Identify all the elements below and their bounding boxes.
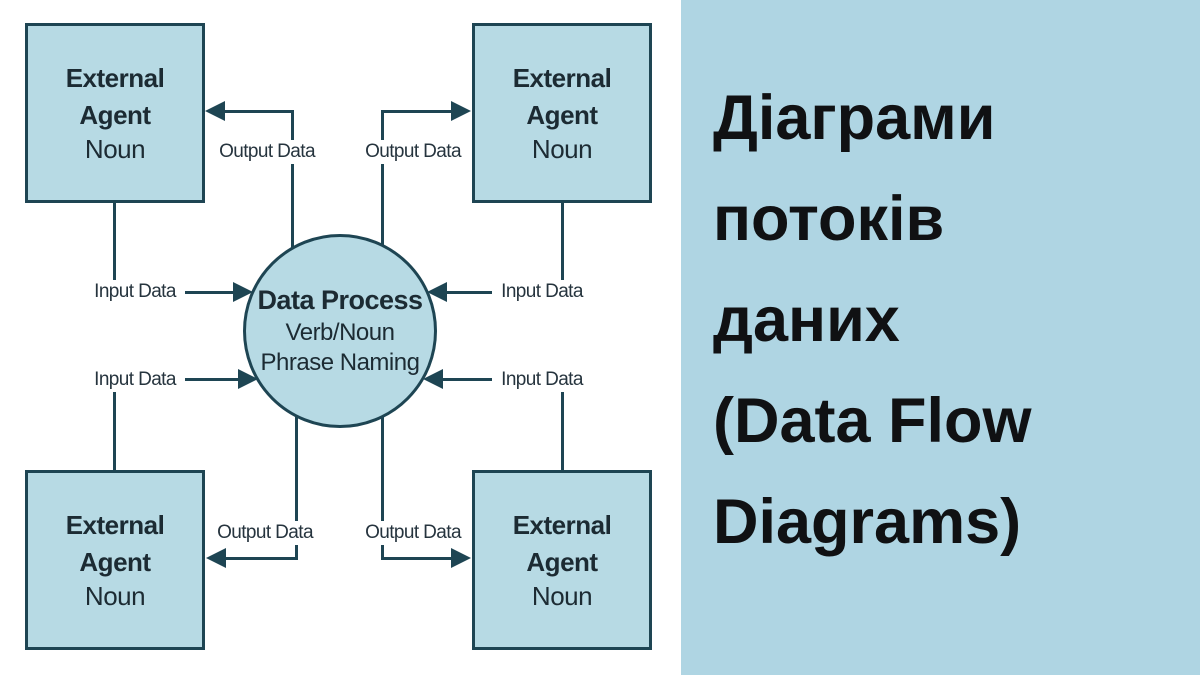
slide-title-line-5: Diagrams) (713, 487, 1022, 557)
process-subtitle-1: Verb/Noun (285, 318, 395, 346)
external-agent-title: External Agent (65, 510, 165, 577)
flow-line-horizontal-top-right (381, 110, 453, 113)
flow-line-horizontal-bottom-left (224, 557, 298, 560)
flow-line-horizontal-top-left (224, 110, 294, 113)
flow-line-horizontal-right-1 (444, 291, 505, 294)
external-agent-title: External Agent (512, 63, 612, 130)
flow-label-input-right-2: Input Data (492, 368, 592, 392)
arrowhead-icon-top-left (205, 101, 225, 121)
external-agent-title: External Agent (65, 63, 165, 130)
external-agent-box-top-right: External Agent Noun (472, 23, 652, 203)
flow-line-horizontal-bottom-right (381, 557, 453, 560)
slide-title-line-1: Діаграми (713, 83, 996, 153)
external-agent-subtitle: Noun (84, 581, 146, 612)
external-agent-box-bottom-left: External Agent Noun (25, 470, 205, 650)
flow-line-horizontal-right-2 (440, 378, 505, 381)
slide-title-line-3: даних (713, 285, 900, 355)
flow-label-input-right-1: Input Data (492, 280, 592, 304)
external-agent-subtitle: Noun (84, 134, 146, 165)
data-process-circle: Data Process Verb/Noun Phrase Naming (243, 234, 437, 428)
flow-line-horizontal-left-2 (170, 378, 241, 381)
flow-line-vertical-right-1 (561, 202, 564, 293)
flow-line-vertical-right-2 (561, 379, 564, 470)
title-panel: Діаграми потоків даних (Data Flow Diagra… (681, 0, 1200, 675)
flow-line-vertical-top-right (381, 110, 384, 248)
external-agent-box-bottom-right: External Agent Noun (472, 470, 652, 650)
flow-label-output-top-left: Output Data (217, 140, 317, 164)
external-agent-subtitle: Noun (531, 581, 593, 612)
slide-title-line-2: потоків (713, 184, 945, 254)
flow-line-vertical-top-left (291, 110, 294, 250)
arrowhead-icon-input-right-1 (427, 282, 447, 302)
flow-label-output-bottom-left: Output Data (215, 521, 315, 545)
external-agent-title: External Agent (512, 510, 612, 577)
external-agent-subtitle: Noun (531, 134, 593, 165)
arrowhead-icon-input-left-1 (233, 282, 253, 302)
flow-line-vertical-bottom-right (381, 412, 384, 560)
flow-line-vertical-left-1 (113, 203, 116, 293)
flow-label-output-bottom-right: Output Data (363, 521, 463, 545)
external-agent-box-top-left: External Agent Noun (25, 23, 205, 203)
flow-label-input-left-2: Input Data (85, 368, 185, 392)
arrowhead-icon-input-left-2 (238, 369, 258, 389)
flow-line-vertical-left-2 (113, 379, 116, 470)
flow-label-input-left-1: Input Data (85, 280, 185, 304)
process-title: Data Process (257, 285, 423, 316)
flow-line-horizontal-left-1 (170, 291, 236, 294)
arrowhead-icon-input-right-2 (423, 369, 443, 389)
slide-title: Діаграми потоків даних (Data Flow Diagra… (713, 68, 1032, 573)
flow-label-output-top-right: Output Data (363, 140, 463, 164)
flow-line-vertical-bottom-left (295, 412, 298, 560)
arrowhead-icon-bottom-left (206, 548, 226, 568)
process-subtitle-2: Phrase Naming (260, 348, 420, 376)
arrowhead-icon-bottom-right (451, 548, 471, 568)
dfd-diagram: External Agent Noun External Agent Noun … (25, 23, 652, 650)
slide-title-line-4: (Data Flow (713, 386, 1032, 456)
arrowhead-icon-top-right (451, 101, 471, 121)
